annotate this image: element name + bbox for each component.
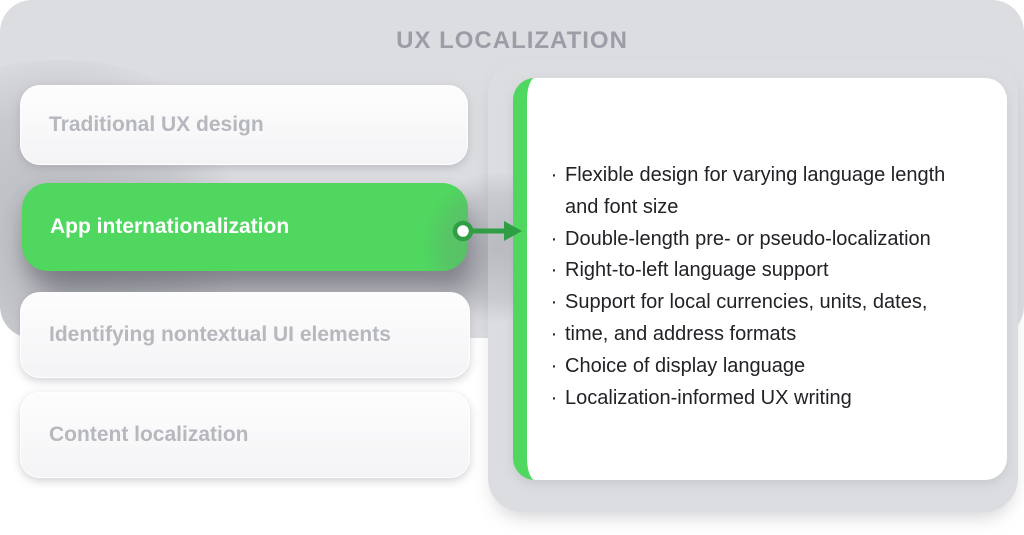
menu-item-identifying-nontextual-ui-elements[interactable]: Identifying nontextual UI elements [20,292,470,378]
list-item: · Support for local currencies, units, d… [543,287,995,319]
list-item-text: Choice of display language [565,354,806,377]
list-item-text: time, and address formats [565,322,797,345]
menu-item-app-internationalization[interactable]: App internationalization [22,183,468,271]
menu-item-traditional-ux-design[interactable]: Traditional UX design [20,85,468,165]
menu-item-label: Content localization [49,423,249,446]
connector-arrow-icon [452,220,522,242]
list-item-text: Support for local currencies, units, dat… [565,291,928,314]
detail-panel: · Flexible design for varying language l… [513,78,1007,480]
list-item: · Localization-informed UX writing [543,383,995,415]
list-item: · time, and address formats [543,319,995,351]
menu-item-label: App internationalization [50,215,290,238]
bullet-dot: · [550,386,558,409]
list-item: · Right-to-left language support [543,255,995,287]
bullet-dot: · [550,291,558,314]
bullet-dot: · [550,164,558,186]
bullet-dot: · [550,322,558,345]
bullet-dot: · [550,259,558,282]
list-item-text: Localization-informed UX writing [565,386,852,409]
bullet-dot: · [550,354,558,377]
list-item-text: and font size [565,195,679,218]
menu-item-content-localization[interactable]: Content localization [20,392,470,478]
list-item-text: Double-length pre- or pseudo-localizatio… [565,227,931,250]
feature-list: · Flexible design for varying language l… [527,78,1007,414]
list-item: · Choice of display language [543,351,995,383]
list-item: and font size [543,192,995,224]
list-item-text: Flexible design for varying language len… [565,164,946,186]
list-item: · Flexible design for varying language l… [543,160,995,192]
menu-item-label: Traditional UX design [49,113,264,136]
diagram-title: UX LOCALIZATION [396,27,628,54]
list-item: · Double-length pre- or pseudo-localizat… [543,224,995,256]
list-item-text: Right-to-left language support [565,259,829,282]
bullet-dot: · [550,227,558,250]
menu-item-label: Identifying nontextual UI elements [49,323,391,346]
